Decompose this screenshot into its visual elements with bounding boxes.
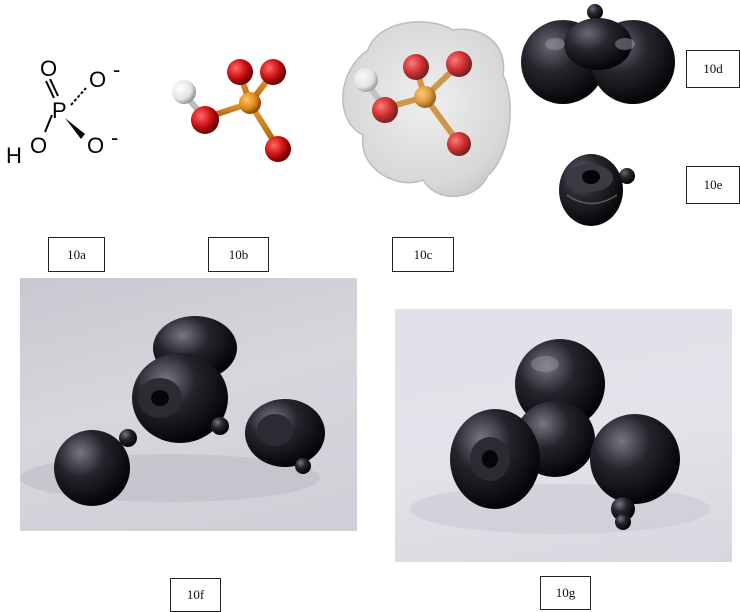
- oxygen-upper-right-atom: O: [89, 67, 106, 92]
- label-10d-text: 10d: [703, 61, 723, 76]
- oxygen-double-bond-atom: O: [40, 56, 57, 81]
- label-10d: 10d: [686, 50, 740, 88]
- photo-10g: [395, 309, 732, 562]
- label-10e: 10e: [686, 166, 740, 204]
- oxygen-hydroxyl-atom: O: [30, 133, 47, 158]
- black-model-single-piece: [559, 154, 635, 226]
- label-10c: 10c: [392, 237, 454, 272]
- label-10b: 10b: [208, 237, 269, 272]
- phosphorus-atom: P: [52, 98, 67, 123]
- negative-charge-upper: -: [113, 57, 120, 82]
- phosphate-structural-formula: O O - P O H O -: [6, 56, 120, 168]
- label-10e-text: 10e: [703, 177, 723, 192]
- label-10f-text: 10f: [186, 587, 205, 602]
- label-10a: 10a: [48, 237, 105, 272]
- phosphate-space-filling-surface-model: [342, 21, 511, 197]
- label-10f: 10f: [170, 578, 221, 612]
- photo-10g-scene: [410, 339, 710, 534]
- label-10g: 10g: [540, 576, 591, 610]
- negative-charge-lower: -: [111, 125, 118, 150]
- oxygen-lower-right-atom: O: [87, 133, 104, 158]
- photo-10f: [20, 278, 357, 531]
- label-10c-text: 10c: [413, 246, 433, 262]
- black-molecular-model-top: [521, 4, 675, 104]
- hydrogen-atom: H: [6, 143, 22, 168]
- phosphate-ball-and-stick-model: [172, 59, 291, 162]
- label-10g-text: 10g: [555, 585, 576, 600]
- label-10b-text: 10b: [228, 246, 249, 262]
- label-10a-text: 10a: [67, 246, 86, 262]
- photo-10f-scene: [20, 316, 325, 506]
